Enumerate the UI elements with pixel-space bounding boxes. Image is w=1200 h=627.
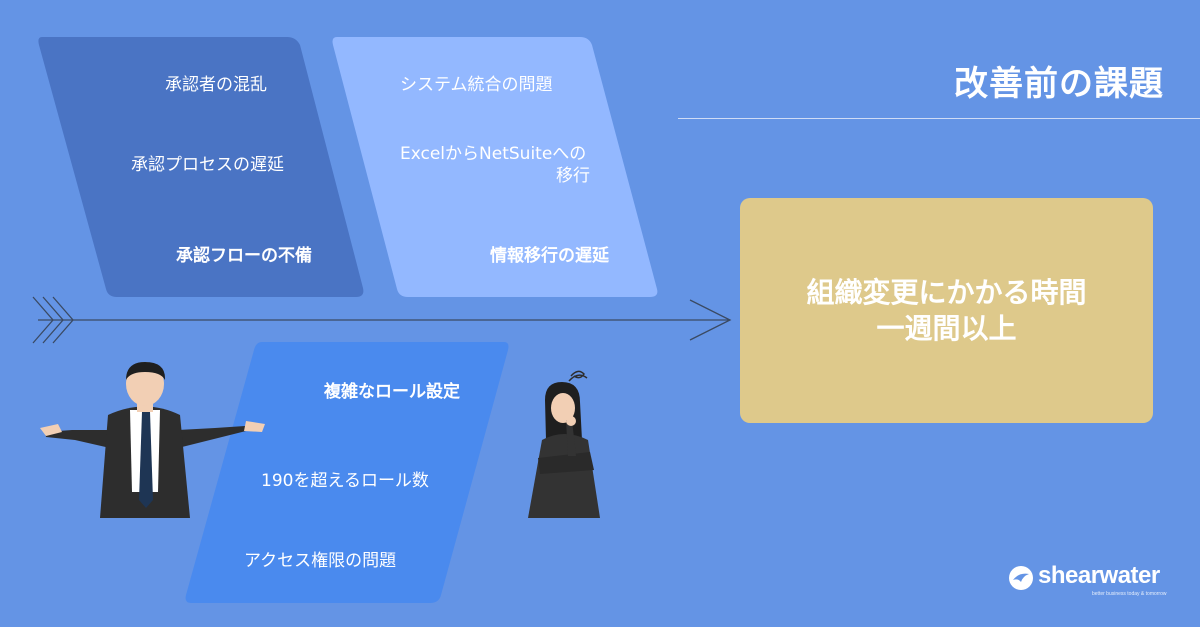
result-line-1: 組織変更にかかる時間 [806,275,1087,309]
bottom-item-1: 190を超えるロール数 [261,471,429,491]
left-top-cause: 承認フローの不備 [176,246,312,266]
page-title: 改善前の課題 [954,64,1164,104]
branch-panel-left-top [38,37,364,297]
left-top-item-1: 承認者の混乱 [165,75,267,95]
bird-logo-icon [1009,566,1033,590]
result-line-2: 一週間以上 [876,311,1017,345]
logo-tagline: better business today & tomorrow [1092,591,1167,597]
woman-thinking-illustration [528,370,600,518]
right-top-item-3: 移行 [556,166,590,186]
spine-tail-chevron-2 [42,296,64,344]
right-top-item-1: システム統合の問題 [400,75,553,95]
right-top-cause: 情報移行の遅延 [490,246,609,266]
shearwater-logo: shearwater better business today & tomor… [1008,560,1168,600]
spine-tail-chevron-1 [32,296,54,344]
bottom-cause: 複雑なロール設定 [324,382,460,402]
result-box: 組織変更にかかる時間 一週間以上 [740,198,1153,423]
title-divider [678,118,1200,119]
left-top-item-2: 承認プロセスの遅延 [131,155,284,175]
spine-tail-chevron-3 [52,296,74,344]
branch-panel-bottom [185,342,509,603]
branch-panel-right-top [332,37,658,297]
spine-arrowhead [689,299,732,341]
bottom-item-2: アクセス権限の問題 [244,551,397,571]
logo-name: shearwater [1038,562,1160,589]
man-shrugging-illustration [40,362,265,518]
right-top-item-2: ExcelからNetSuiteへの [400,144,587,164]
